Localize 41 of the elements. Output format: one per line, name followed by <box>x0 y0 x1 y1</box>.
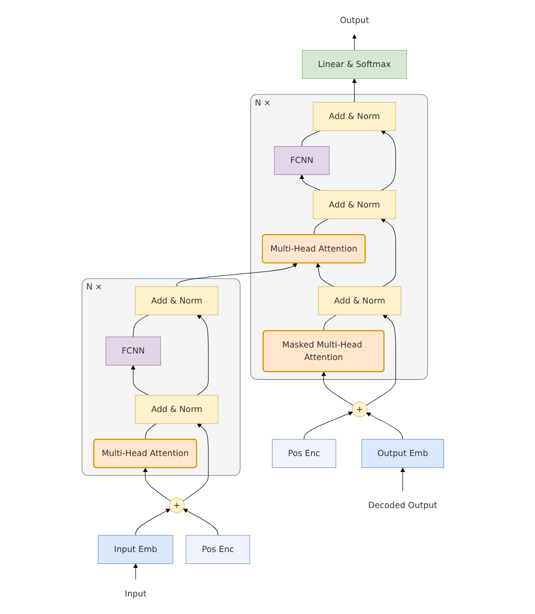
arrow <box>316 262 334 287</box>
connector <box>314 218 329 236</box>
arrow <box>352 78 357 103</box>
arrow <box>135 508 170 536</box>
node-box: Pos Enc <box>272 439 336 468</box>
arrow <box>304 412 353 440</box>
connector <box>302 130 321 147</box>
node-circle: + <box>352 402 368 418</box>
arrow <box>321 372 354 406</box>
arrow <box>352 34 357 51</box>
connector <box>324 314 337 332</box>
node-box: Add & Norm <box>135 286 218 316</box>
node-box: Output Emb <box>361 439 444 468</box>
arrow <box>176 262 298 287</box>
arrow <box>182 423 209 502</box>
arrow <box>366 412 403 440</box>
node-box: Linear & Softmax <box>302 50 407 79</box>
connector <box>132 314 150 338</box>
node-box: FCNN <box>106 336 161 366</box>
arrow <box>196 314 209 396</box>
node-text: Input <box>124 588 146 598</box>
arrow <box>130 365 150 396</box>
connector <box>145 423 157 440</box>
arrow <box>300 174 321 191</box>
arrow <box>380 130 396 191</box>
arrow <box>366 314 396 406</box>
node-box: Add & Norm <box>312 190 396 220</box>
arrow <box>380 218 396 287</box>
node-box: Add & Norm <box>318 286 402 316</box>
node-box: Add & Norm <box>135 394 218 424</box>
arrow <box>183 508 218 536</box>
node-text: Output <box>340 15 370 26</box>
arrow <box>133 564 138 580</box>
node-text: Decoded Output <box>368 500 438 510</box>
node-box: Add & Norm <box>312 102 396 131</box>
node-box: FCNN <box>274 146 330 175</box>
node-box: Input Emb <box>98 535 174 564</box>
arrow <box>143 468 171 502</box>
arrow <box>400 467 405 492</box>
node-circle: + <box>169 498 184 514</box>
node-box: Pos Enc <box>186 535 250 564</box>
